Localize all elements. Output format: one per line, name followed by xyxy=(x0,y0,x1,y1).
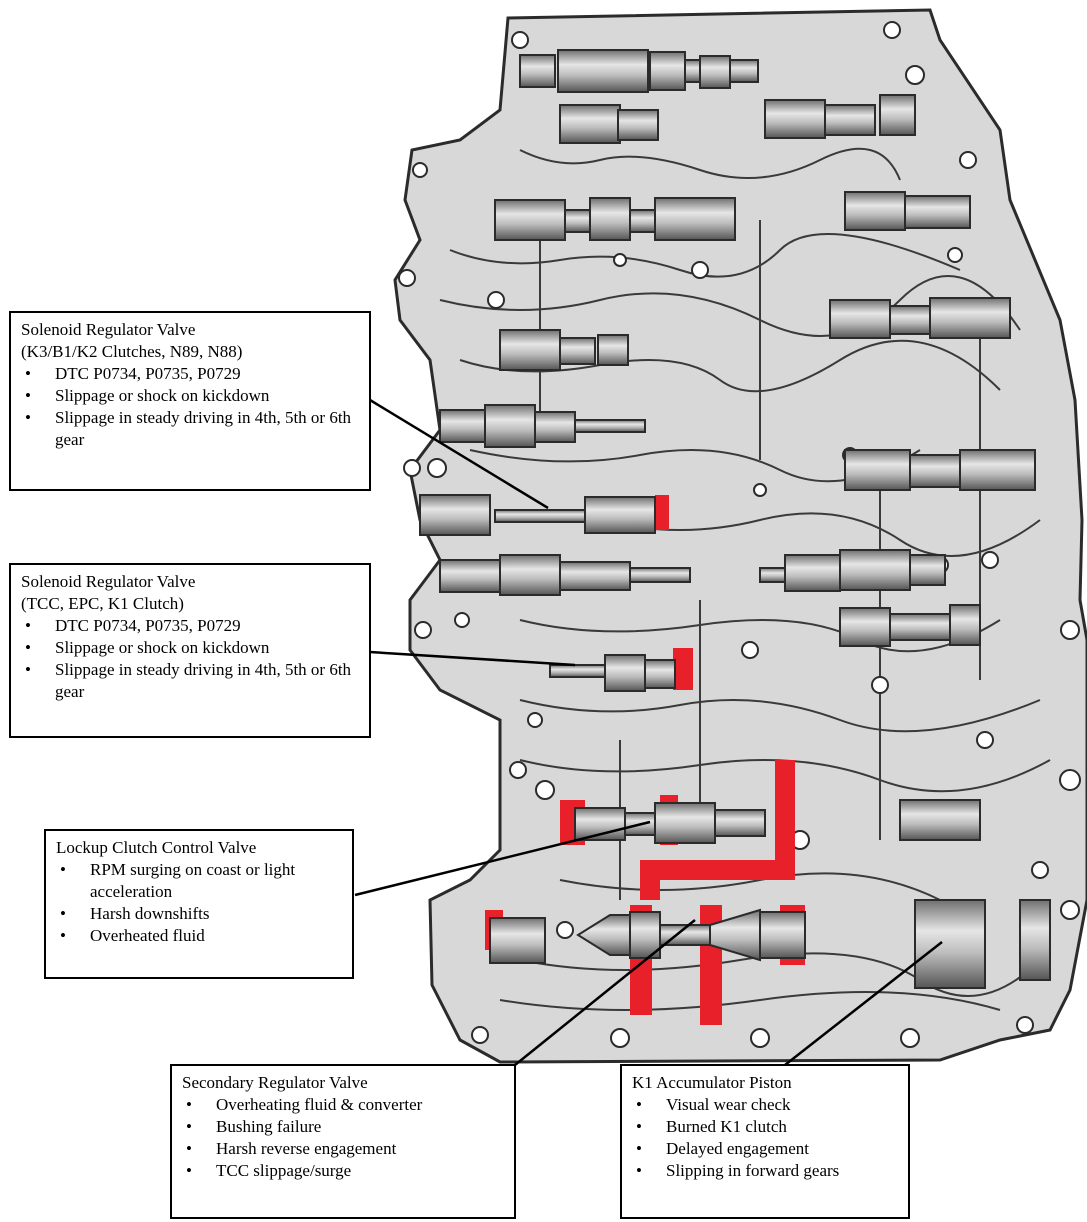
callout-k1-accumulator: K1 Accumulator Piston Visual wear check … xyxy=(620,1064,910,1219)
symptom-item: Slippage or shock on kickdown xyxy=(21,385,359,407)
symptom-item: Slippage or shock on kickdown xyxy=(21,637,359,659)
symptom-item: TCC slippage/surge xyxy=(182,1160,504,1182)
symptom-list: DTC P0734, P0735, P0729 Slippage or shoc… xyxy=(21,363,359,451)
symptom-item: Overheating fluid & converter xyxy=(182,1094,504,1116)
callout-title: Solenoid Regulator Valve xyxy=(21,320,196,339)
symptom-list: DTC P0734, P0735, P0729 Slippage or shoc… xyxy=(21,615,359,703)
symptom-list: Visual wear check Burned K1 clutch Delay… xyxy=(632,1094,898,1182)
callout-title: Solenoid Regulator Valve xyxy=(21,572,196,591)
callout-solenoid-k3: Solenoid Regulator Valve (K3/B1/K2 Clutc… xyxy=(9,311,371,491)
symptom-item: Harsh downshifts xyxy=(56,903,342,925)
symptom-item: Overheated fluid xyxy=(56,925,342,947)
callout-title: K1 Accumulator Piston xyxy=(632,1073,792,1092)
callout-title: Secondary Regulator Valve xyxy=(182,1073,368,1092)
symptom-item: Harsh reverse engagement xyxy=(182,1138,504,1160)
callout-solenoid-tcc: Solenoid Regulator Valve (TCC, EPC, K1 C… xyxy=(9,563,371,738)
callout-secondary-regulator: Secondary Regulator Valve Overheating fl… xyxy=(170,1064,516,1219)
symptom-list: Overheating fluid & converter Bushing fa… xyxy=(182,1094,504,1182)
bolt-holes xyxy=(398,21,1081,1048)
callout-subtitle: (K3/B1/K2 Clutches, N89, N88) xyxy=(21,342,243,361)
symptom-item: Delayed engagement xyxy=(632,1138,898,1160)
leader-lines xyxy=(354,398,943,1066)
symptom-item: DTC P0734, P0735, P0729 xyxy=(21,615,359,637)
callout-lockup-clutch: Lockup Clutch Control Valve RPM surging … xyxy=(44,829,354,979)
symptom-item: Visual wear check xyxy=(632,1094,898,1116)
symptom-item: RPM surging on coast or light accelerati… xyxy=(56,859,342,903)
symptom-item: Slippage in steady driving in 4th, 5th o… xyxy=(21,659,359,703)
symptom-item: Burned K1 clutch xyxy=(632,1116,898,1138)
symptom-item: Slipping in forward gears xyxy=(632,1160,898,1182)
symptom-list: RPM surging on coast or light accelerati… xyxy=(56,859,342,947)
symptom-item: DTC P0734, P0735, P0729 xyxy=(21,363,359,385)
callout-subtitle: (TCC, EPC, K1 Clutch) xyxy=(21,594,184,613)
spool-valves xyxy=(419,49,1051,989)
callout-title: Lockup Clutch Control Valve xyxy=(56,838,257,857)
symptom-item: Slippage in steady driving in 4th, 5th o… xyxy=(21,407,359,451)
symptom-item: Bushing failure xyxy=(182,1116,504,1138)
